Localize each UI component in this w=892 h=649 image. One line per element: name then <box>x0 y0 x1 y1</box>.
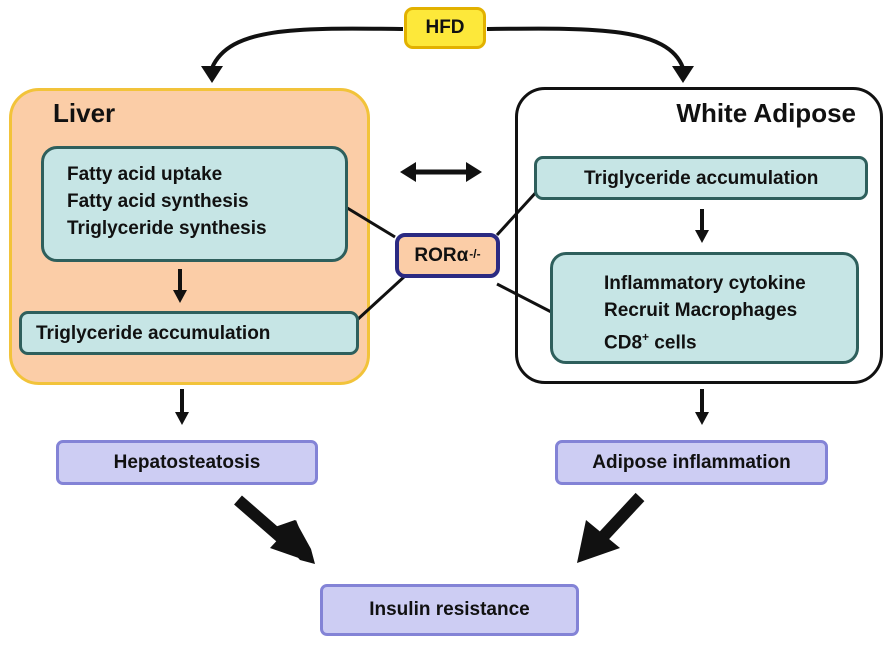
adipose-inflammation-label: Adipose inflammation <box>592 451 791 473</box>
liver-tg-box <box>19 311 359 355</box>
cd8-base: CD8 <box>604 332 643 354</box>
liver-title: Liver <box>53 98 116 128</box>
hfd-to-adipose-arrowhead <box>672 66 694 83</box>
adipose-inflammation-box: Adipose inflammation <box>555 440 828 485</box>
ror-alpha-knockout-box: RORα-/- <box>395 233 500 278</box>
adipose-tg-to-inflammation-arrow <box>695 209 709 243</box>
adipose-process-list: Inflammatory cytokine Recruit Macrophage… <box>604 270 806 356</box>
liver-process-item: Triglyceride synthesis <box>67 218 267 239</box>
hepatosteatosis-box: Hepatosteatosis <box>56 440 318 485</box>
hfd-to-liver-arrowhead <box>201 66 223 83</box>
adipose-tg-label: Triglyceride accumulation <box>584 168 819 189</box>
liver-process-item: Fatty acid synthesis <box>67 191 249 212</box>
adipose-process-item: Inflammatory cytokine <box>604 273 806 294</box>
adipose-process-item-cd8: CD8+ cells <box>604 324 806 356</box>
ror-label: RORα <box>414 244 469 266</box>
liver-tg-label: Triglyceride accumulation <box>36 323 271 344</box>
adipose-inflammation-to-insulin-arrow <box>577 492 645 563</box>
hepatosteatosis-to-insulin-arrow <box>234 495 315 564</box>
adipose-to-inflammation-arrow <box>695 389 709 425</box>
hfd-box: HFD <box>404 7 486 49</box>
liver-process-box <box>41 146 348 262</box>
insulin-resistance-box: Insulin resistance <box>320 584 579 636</box>
liver-process-item: Fatty acid uptake <box>67 164 223 185</box>
hfd-to-liver-arrow <box>210 26 404 69</box>
liver-to-hepatosteatosis-arrow <box>175 389 189 425</box>
cd8-sup: + <box>642 330 650 344</box>
white-adipose-title: White Adipose <box>676 98 856 128</box>
liver-process-to-tg-arrow <box>173 269 187 303</box>
cd8-rest: cells <box>649 332 697 354</box>
ror-label-sup: -/- <box>469 246 481 261</box>
hfd-label: HFD <box>425 17 465 38</box>
hfd-to-adipose-arrow <box>486 26 685 69</box>
adipose-tg-box <box>534 156 868 200</box>
adipose-process-box <box>550 252 859 364</box>
liver-process-list: Fatty acid uptake Fatty acid synthesis T… <box>67 161 267 242</box>
insulin-resistance-label: Insulin resistance <box>369 599 530 620</box>
adipose-process-item: Recruit Macrophages <box>604 300 798 321</box>
hepatosteatosis-label: Hepatosteatosis <box>113 451 261 473</box>
